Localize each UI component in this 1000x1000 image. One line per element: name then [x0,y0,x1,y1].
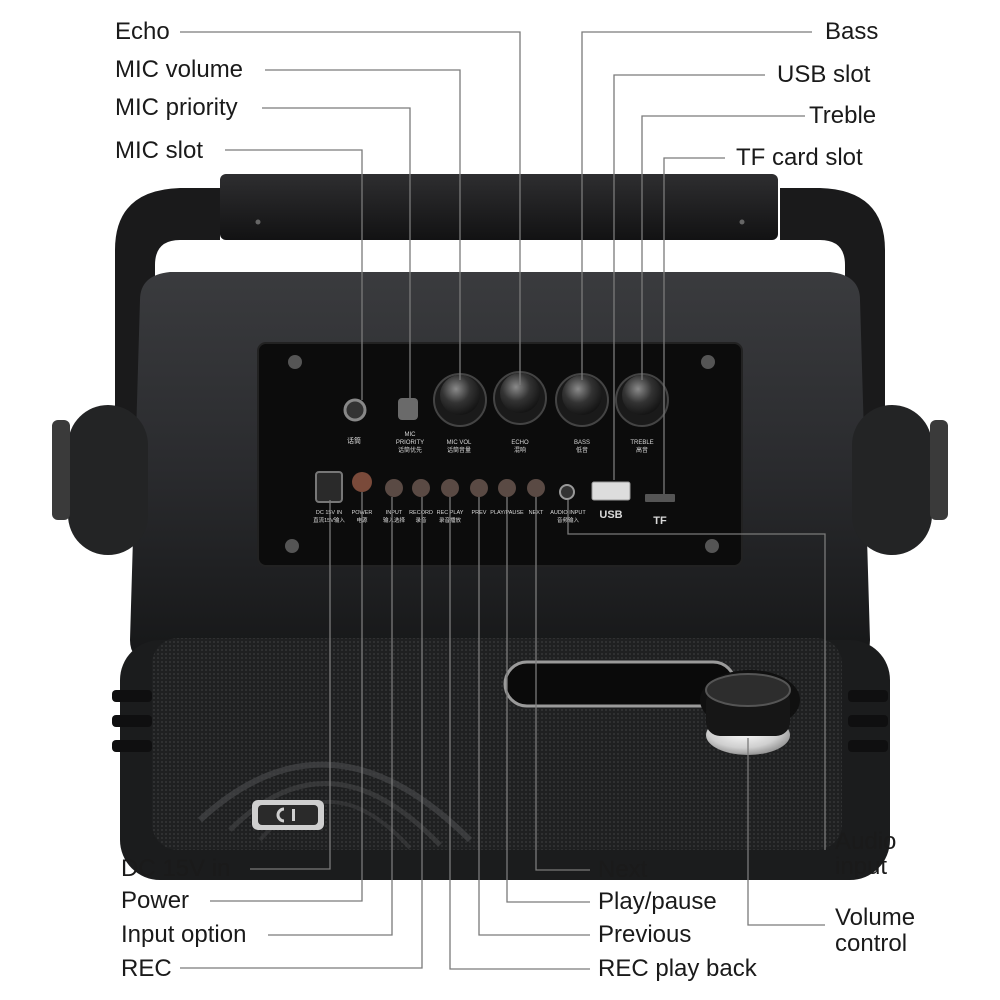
callout-mic-volume: MIC volume [115,56,244,83]
mic-volume-knob [433,373,487,427]
panel-label-treble: TREBLE [630,440,653,446]
treble-knob [615,373,669,427]
panel-label-input-cn: 输入选择 [383,516,406,524]
callout-mic-priority: MIC priority [115,94,238,121]
panel-label-mic-priority-cn: 话筒优先 [398,446,422,454]
callout-rec: REC [121,955,172,982]
panel-label-tf: TF [653,515,667,527]
panel-label-mic-vol-cn: 话筒音量 [447,446,471,454]
callout-rec-play-back: REC play back [598,955,757,982]
left-handle-hinge [52,405,148,555]
panel-label-record: RECORD [409,510,433,516]
callout-tf-card-slot: TF card slot [736,144,863,171]
callout-input-option: Input option [121,921,247,948]
callout-leader-lines [180,31,826,970]
panel-label-mic-priority: MIC [405,432,417,438]
panel-label-dc-in: DC 15V IN [316,510,342,516]
panel-label-treble-cn: 高音 [636,446,648,454]
panel-label-mic-vol: MIC VOL [447,440,472,446]
panel-label-input: INPUT [386,510,403,516]
callout-mic-slot: MIC slot [115,137,204,164]
panel-label-dc-in-cn: 直流15V输入 [313,516,345,524]
callout-volume-control-line1: Volume [835,904,916,931]
bass-knob [555,373,609,427]
callout-next: Next [598,856,648,883]
panel-label-mic: 话筒 [347,436,361,445]
control-panel: 话筒 MIC PRIORITY 话筒优先 MIC VOL 话筒音量 ECHO 混… [257,342,743,567]
mic-priority-button [398,398,418,420]
dc-in-jack [315,471,343,503]
callout-echo: Echo [115,18,170,45]
brand-logo-badge [252,800,324,830]
callout-dc-in: DC 15V in [121,855,231,882]
panel-label-mic-priority-2: PRIORITY [396,440,424,446]
rec-play-button [441,479,459,497]
prev-button [470,479,488,497]
callout-usb-slot: USB slot [777,61,871,88]
tf-card-slot [645,494,675,502]
power-button [352,472,372,492]
callout-power: Power [121,887,190,914]
callout-volume-control-line2: control [835,930,908,957]
usb-port [591,481,631,501]
callout-previous: Previous [598,921,692,948]
panel-label-echo: ECHO [511,440,529,446]
callout-play-pause: Play/pause [598,888,717,915]
panel-label-bass-cn: 低音 [576,446,588,454]
callout-bass: Bass [825,18,879,45]
panel-label-usb: USB [599,509,622,521]
callout-audio-input-line2: input [835,853,888,880]
right-handle-hinge [852,405,948,555]
mic-jack [343,398,367,422]
callout-treble: Treble [809,102,877,129]
audio-input-jack [559,484,575,500]
next-button [527,479,545,497]
record-button [412,479,430,497]
panel-label-echo-cn: 混响 [514,446,526,454]
callout-audio-input-line1: Audio [835,828,897,855]
input-button [385,479,403,497]
play-pause-button [498,479,516,497]
panel-label-record-cn: 录音 [415,516,427,524]
volume-control-knob [700,670,800,755]
panel-label-bass: BASS [574,440,590,446]
